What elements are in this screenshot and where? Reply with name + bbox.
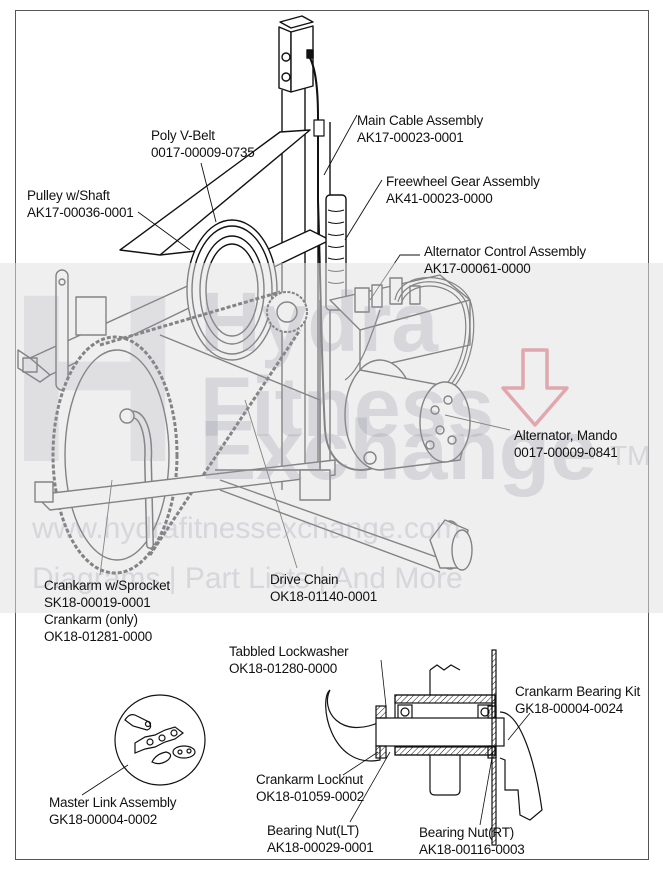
master-link-detail <box>81 694 206 796</box>
stabilizer-foot <box>429 519 473 571</box>
pulley-wheel <box>186 219 278 361</box>
part-name: Freewheel Gear Assembly <box>386 174 540 189</box>
part-name: Master Link Assembly <box>49 795 177 810</box>
part-number: OK18-01280-0000 <box>229 661 338 676</box>
bearing-cross-section <box>325 649 543 846</box>
part-label-bearing-nut-rt: Bearing Nut(RT) AK18-00116-0003 <box>419 824 525 858</box>
part-label-crankarm-only: Crankarm (only) OK18-01281-0000 <box>44 611 152 645</box>
part-number: 0017-00009-0841 <box>514 445 618 460</box>
part-name: Crankarm Locknut <box>256 772 364 787</box>
part-label-alternator-mando: Alternator, Mando 0017-00009-0841 <box>514 427 618 461</box>
part-number: AK18-00116-0003 <box>419 842 525 857</box>
part-label-freewheel-gear-assembly: Freewheel Gear Assembly AK41-00023-0000 <box>386 173 540 207</box>
part-name: Crankarm (only) <box>44 612 138 627</box>
part-number: AK18-00029-0001 <box>267 840 374 855</box>
part-name: Poly V-Belt <box>151 128 215 143</box>
part-label-bearing-nut-lt: Bearing Nut(LT) AK18-00029-0001 <box>267 822 374 856</box>
part-number: OK18-01059-0002 <box>256 789 365 804</box>
part-label-tabbled-lockwasher: Tabbled Lockwasher OK18-01280-0000 <box>229 643 349 677</box>
part-number: AK41-00023-0000 <box>386 191 493 206</box>
part-name: Crankarm w/Sprocket <box>44 578 170 593</box>
part-number: AK17-00061-0000 <box>424 261 531 276</box>
highlight-arrow-icon <box>501 348 569 427</box>
part-number: SK18-00019-0001 <box>44 595 151 610</box>
part-label-poly-v-belt: Poly V-Belt 0017-00009-0735 <box>151 127 255 161</box>
part-label-crankarm-bearing-kit: Crankarm Bearing Kit GK18-00004-0024 <box>515 683 640 717</box>
part-name: Crankarm Bearing Kit <box>515 684 641 699</box>
alternator-body <box>344 359 471 471</box>
part-number: AK17-00023-0001 <box>357 130 464 145</box>
large-sprocket <box>51 335 179 575</box>
part-name: Drive Chain <box>270 572 339 587</box>
part-label-alternator-control-assembly: Alternator Control Assembly AK17-00061-0… <box>424 243 586 277</box>
part-label-crankarm-locknut: Crankarm Locknut OK18-01059-0002 <box>256 771 364 805</box>
part-name: Pulley w/Shaft <box>27 188 110 203</box>
part-number: OK18-01281-0000 <box>44 629 153 644</box>
part-number: OK18-01140-0001 <box>270 589 378 604</box>
part-number: AK17-00036-0001 <box>27 205 134 220</box>
part-name: Bearing Nut(LT) <box>267 823 360 838</box>
part-name: Alternator, Mando <box>514 428 618 443</box>
part-label-pulley-w-shaft: Pulley w/Shaft AK17-00036-0001 <box>27 187 134 221</box>
part-label-main-cable-assembly: Main Cable Assembly AK17-00023-0001 <box>357 112 483 146</box>
part-name: Tabbled Lockwasher <box>229 644 349 659</box>
part-number: GK18-00004-0024 <box>515 701 624 716</box>
part-number: 0017-00009-0735 <box>151 145 255 160</box>
part-number: GK18-00004-0002 <box>49 812 158 827</box>
freewheel-sprocket <box>266 291 308 333</box>
part-label-master-link-assembly: Master Link Assembly GK18-00004-0002 <box>49 794 176 828</box>
freewheel-gear <box>325 194 347 311</box>
part-name: Alternator Control Assembly <box>424 244 586 259</box>
part-name: Bearing Nut(RT) <box>419 825 515 840</box>
part-label-crankarm-w-sprocket: Crankarm w/Sprocket SK18-00019-0001 <box>44 577 170 611</box>
part-label-drive-chain: Drive Chain OK18-01140-0001 <box>270 571 377 605</box>
part-name: Main Cable Assembly <box>357 113 484 128</box>
